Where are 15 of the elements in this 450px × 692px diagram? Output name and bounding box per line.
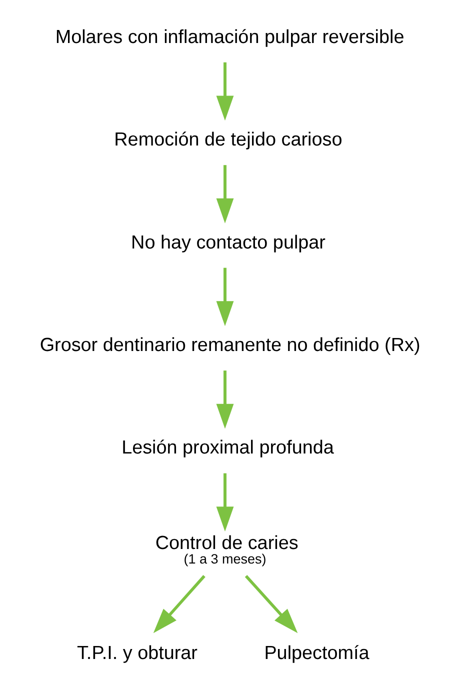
node-text: T.P.I. y obturar	[76, 643, 198, 664]
node-text: Remoción de tejido carioso	[114, 130, 342, 151]
arrow	[216, 370, 234, 429]
node-text: Pulpectomía	[264, 643, 370, 664]
node-text: Grosor dentinario remanente no definido (Rx)	[40, 335, 420, 356]
node-text: No hay contacto pulpar	[131, 232, 326, 254]
arrow	[216, 268, 234, 326]
arrow	[244, 575, 298, 634]
node-text: Control de caries (1 a 3 meses)	[155, 533, 298, 567]
arrow	[216, 165, 234, 224]
arrow	[216, 473, 234, 532]
arrow	[153, 575, 206, 634]
node-text: Molares con inflamación pulpar reversible	[55, 26, 404, 48]
arrow	[216, 62, 234, 121]
node-text: Lesión proximal profunda	[122, 438, 334, 459]
